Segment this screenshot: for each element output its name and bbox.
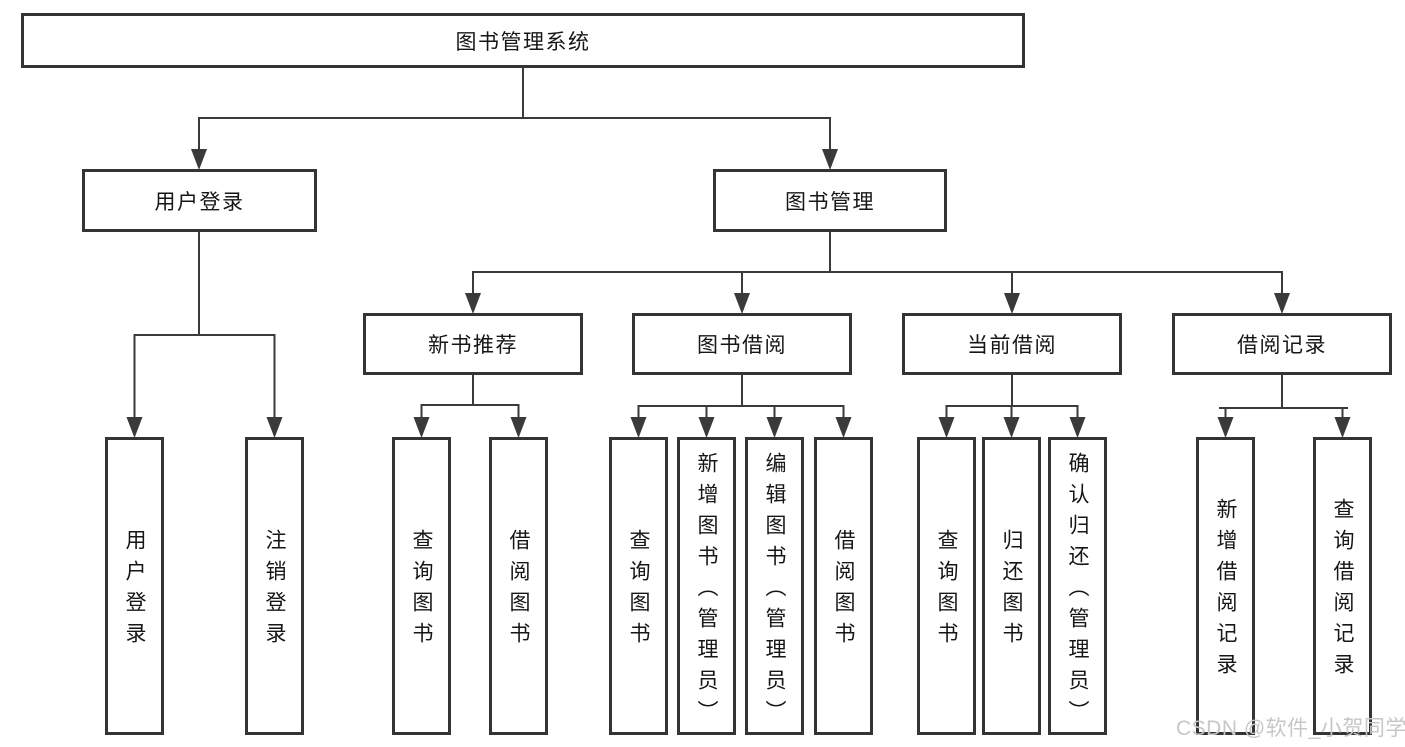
node-label: 用户登录 — [154, 190, 245, 214]
node-book-borrow: 图书借阅 — [632, 313, 852, 375]
node-current-borrow: 当前借阅 — [902, 313, 1122, 375]
connector-book-borrow-to-leaves — [630, 374, 852, 438]
node-label: 图书管理 — [785, 190, 875, 214]
node-label: 当前借阅 — [967, 334, 1057, 357]
connector-new-book-recommend-to-leaves — [413, 374, 527, 438]
node-label: 查询图书 — [410, 529, 433, 653]
node-label: 用户登录 — [123, 529, 146, 653]
node-leaf-edit-book-admin: 编辑图书（管理员） — [745, 437, 804, 735]
node-book-management: 图书管理 — [713, 169, 947, 232]
node-label: 注销登录 — [263, 529, 286, 653]
node-label: 图书管理系统 — [455, 30, 591, 54]
node-label: 查询图书 — [627, 529, 650, 653]
node-library-management-system: 图书管理系统 — [21, 13, 1025, 68]
node-leaf-query-borrow-record: 查询借阅记录 — [1313, 437, 1372, 735]
node-leaf-add-borrow-record: 新增借阅记录 — [1196, 437, 1255, 735]
node-label: 新增图书（管理员） — [695, 451, 718, 731]
node-leaf-query-book-3: 查询图书 — [917, 437, 976, 735]
node-label: 借阅图书 — [507, 529, 530, 653]
node-leaf-borrow-book-1: 借阅图书 — [489, 437, 548, 735]
node-leaf-add-book-admin: 新增图书（管理员） — [677, 437, 736, 735]
node-leaf-query-book-1: 查询图书 — [392, 437, 451, 735]
connector-user-login-to-leaves — [126, 231, 283, 438]
node-user-login: 用户登录 — [82, 169, 317, 232]
connector-current-borrow-to-leaves — [938, 374, 1086, 438]
node-label: 归还图书 — [1000, 529, 1023, 653]
node-leaf-logout: 注销登录 — [245, 437, 304, 735]
node-label: 查询图书 — [935, 529, 958, 653]
node-label: 借阅图书 — [832, 529, 855, 653]
node-new-book-recommend: 新书推荐 — [363, 313, 583, 375]
node-label: 图书借阅 — [697, 334, 787, 357]
node-label: 确认归还（管理员） — [1066, 451, 1089, 731]
node-leaf-query-book-2: 查询图书 — [609, 437, 668, 735]
node-label: 查询借阅记录 — [1331, 498, 1354, 684]
node-label: 新书推荐 — [428, 334, 518, 357]
node-label: 编辑图书（管理员） — [763, 451, 786, 731]
connector-root-to-level2 — [191, 67, 838, 170]
node-borrow-record: 借阅记录 — [1172, 313, 1392, 375]
node-label: 借阅记录 — [1237, 334, 1327, 357]
connector-book-management-to-level3 — [465, 231, 1290, 314]
node-leaf-user-login: 用户登录 — [105, 437, 164, 735]
node-leaf-borrow-book-2: 借阅图书 — [814, 437, 873, 735]
node-leaf-return-book: 归还图书 — [982, 437, 1041, 735]
connector-borrow-record-to-leaves — [1217, 374, 1351, 438]
node-label: 新增借阅记录 — [1214, 498, 1237, 684]
watermark: CSDN @软件_小贺同学 — [1176, 717, 1405, 740]
node-leaf-confirm-return-admin: 确认归还（管理员） — [1048, 437, 1107, 735]
